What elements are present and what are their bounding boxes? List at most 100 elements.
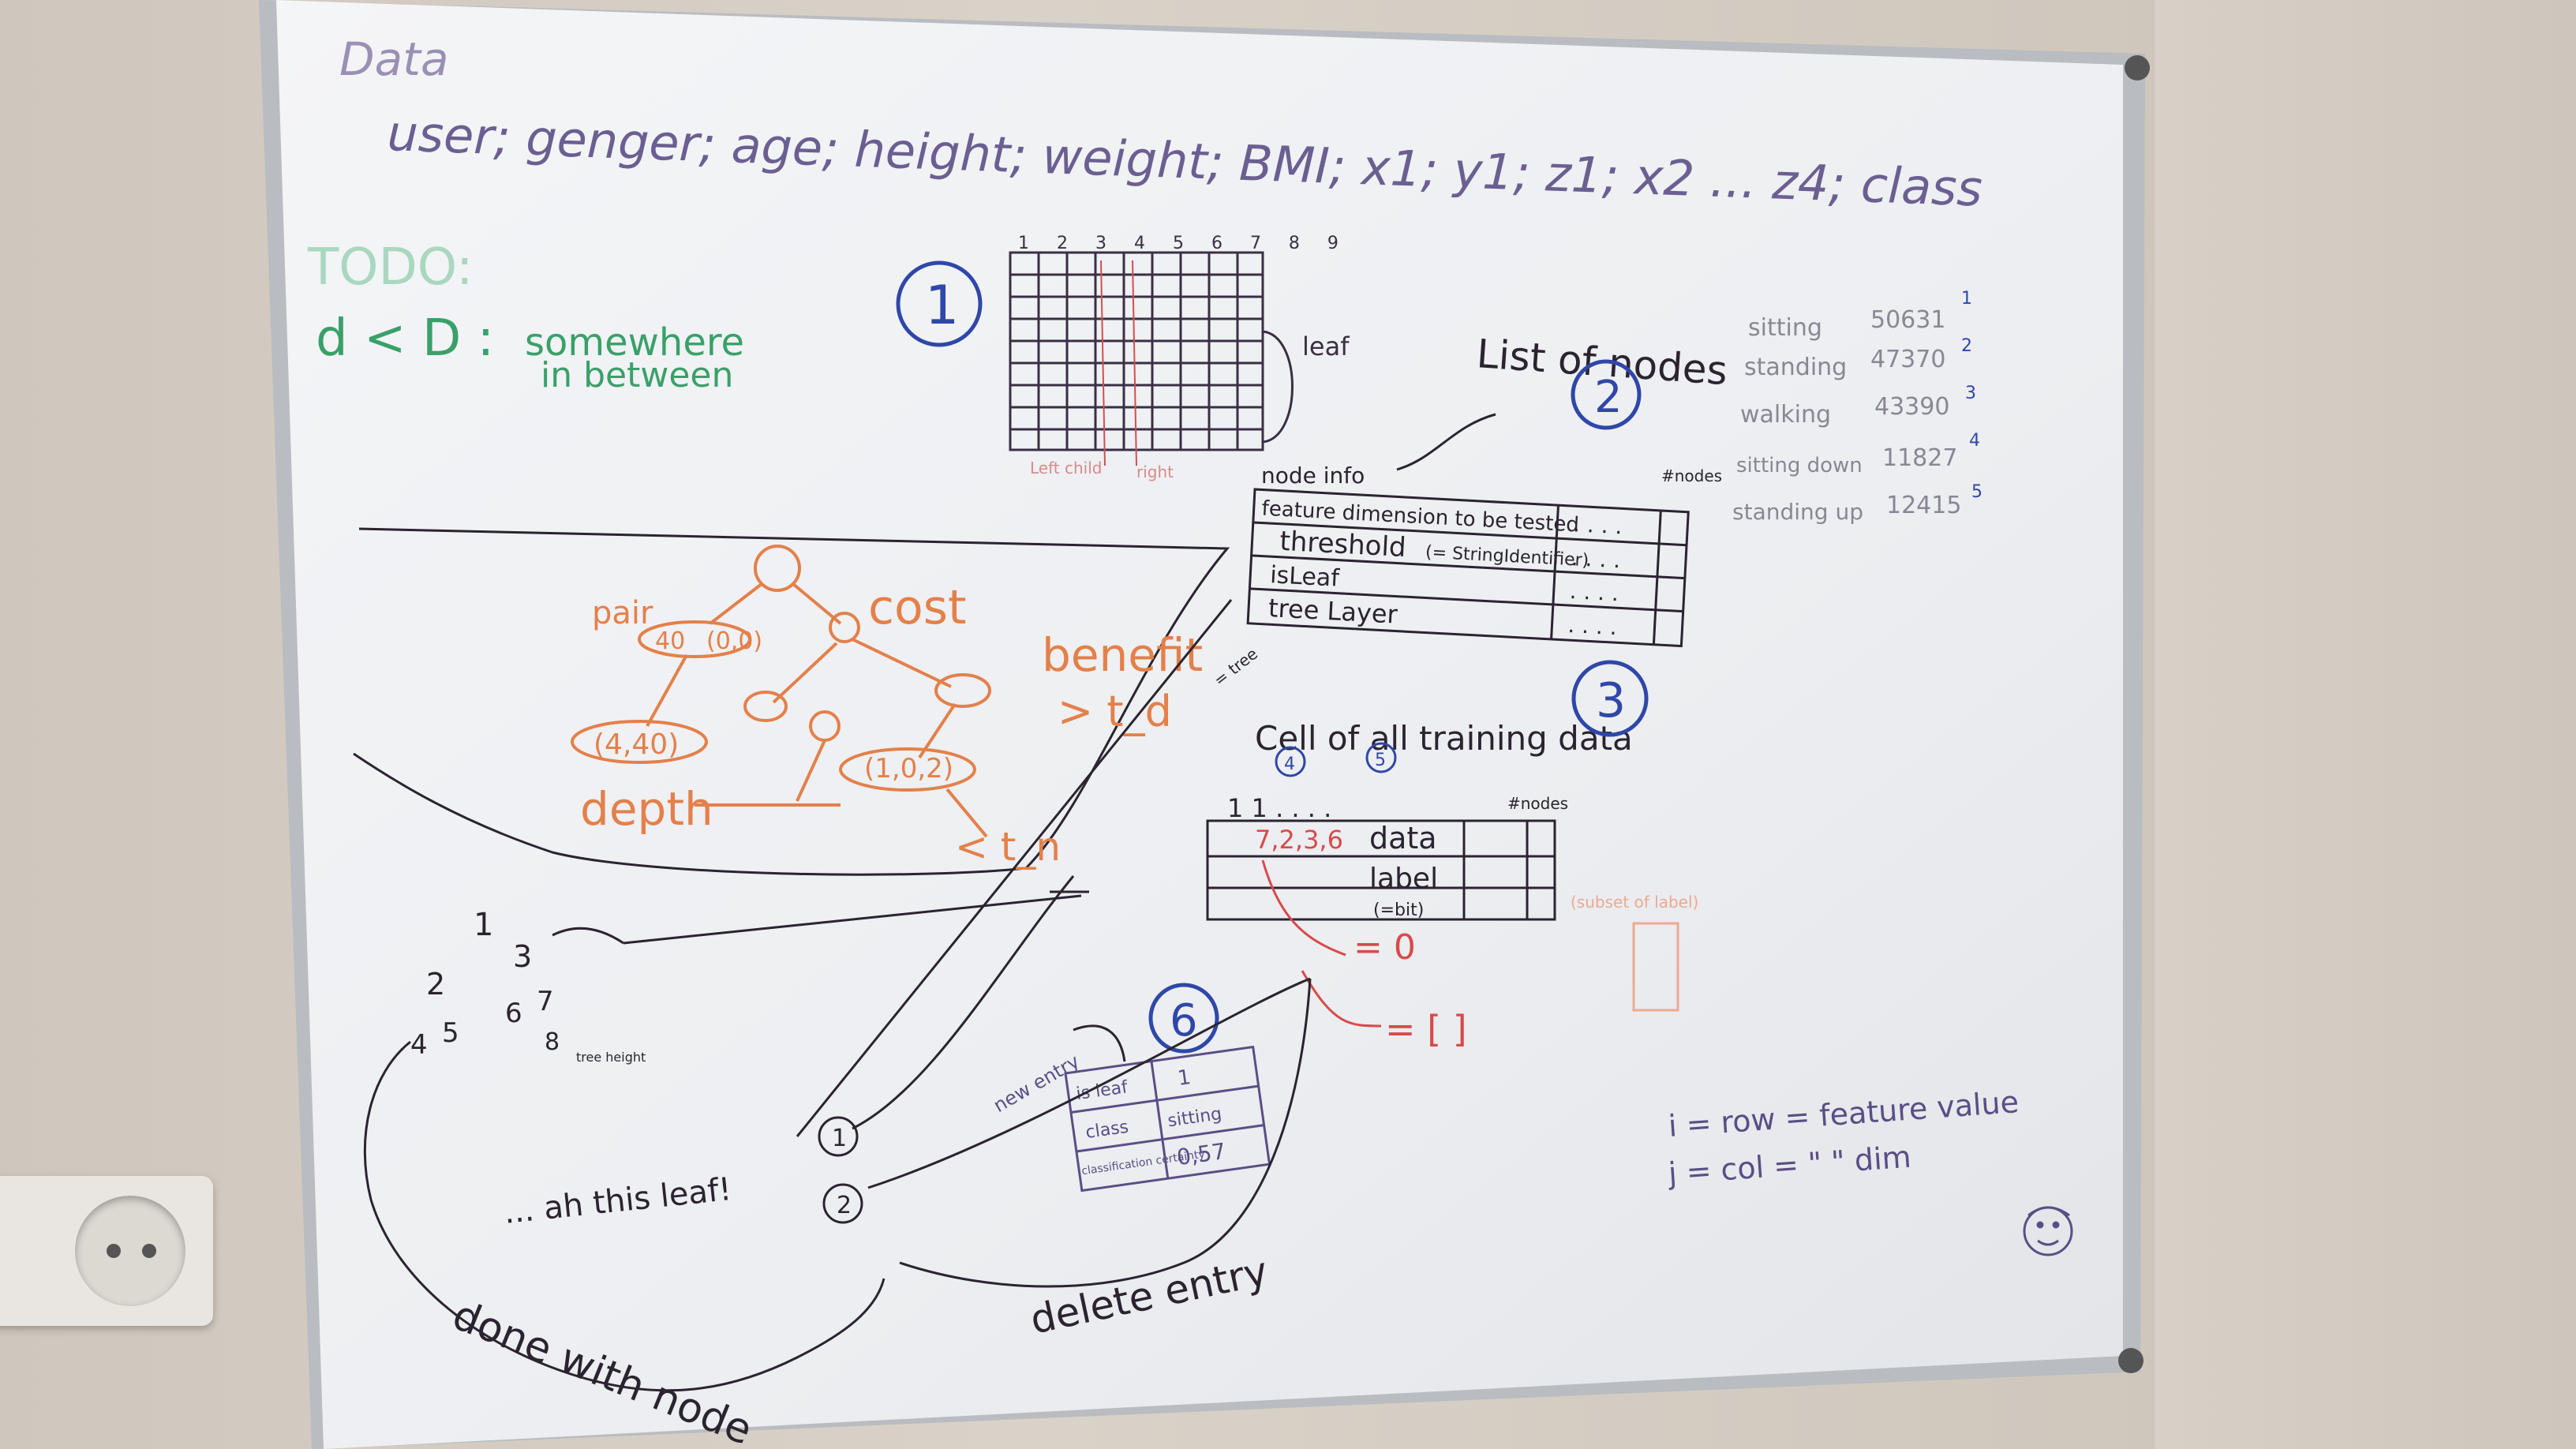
small-tree-lines <box>363 599 1312 1392</box>
small-tree-num: 7 <box>537 986 554 1017</box>
training-table <box>1206 819 1556 921</box>
stat-idx: 1 <box>1961 289 1972 309</box>
data-header: Data <box>339 32 449 86</box>
wall-right <box>2155 0 2576 1449</box>
list-row-4: tree Layer <box>1267 593 1398 630</box>
stat-value: 50631 <box>1870 306 1945 334</box>
node-info-label: node info <box>1261 462 1365 489</box>
stat-value: 43390 <box>1874 393 1949 421</box>
todo-label: TODO: <box>307 238 474 297</box>
stat-label: sitting <box>1748 314 1822 342</box>
choice-1-circle <box>818 1116 859 1157</box>
circle-3-num: 3 <box>1596 673 1626 728</box>
list-row-2: threshold <box>1279 526 1407 564</box>
list-dots: . . . . <box>1572 511 1623 539</box>
stat-value: 47370 <box>1870 346 1945 373</box>
small-tree-note: tree height <box>576 1050 646 1065</box>
small-tree-num: 6 <box>505 998 522 1029</box>
side-box <box>1632 922 1679 1012</box>
small-tree-num: 2 <box>426 967 445 1002</box>
small-tree-num: 4 <box>410 1029 428 1061</box>
frame-corner <box>2125 55 2150 80</box>
circle-4 <box>1275 746 1306 777</box>
tree-node-b: (4,40) <box>593 728 679 761</box>
depth-label: depth <box>580 782 713 836</box>
training-nodes-col: #nodes <box>1507 794 1568 813</box>
choice-1: 1 <box>832 1125 847 1152</box>
circle-5 <box>1365 742 1397 773</box>
circle-3 <box>1571 660 1649 737</box>
tree-node-a: (0,0) <box>706 627 762 655</box>
training-title: Cell of all training data <box>1255 719 1633 758</box>
new-entry-arrow <box>1073 1024 1126 1062</box>
stat-label: sitting down <box>1736 454 1863 477</box>
choice-2-circle <box>822 1183 863 1224</box>
circle-2 <box>1571 359 1642 430</box>
list-dots: . . . . <box>1567 612 1618 640</box>
todo-note-1: somewhere <box>525 320 744 365</box>
todo-formula: d < D : <box>316 309 494 368</box>
circle-6-num: 6 <box>1170 995 1198 1046</box>
red-arrow-2 <box>1301 970 1382 1028</box>
todo-note-2: in between <box>541 355 733 395</box>
small-tree: 1 2 3 4 5 6 7 8 tree height <box>410 907 646 1065</box>
grid-split-lines <box>1100 260 1137 466</box>
smiley-face-doodle <box>2023 1206 2073 1256</box>
small-tree-num: 5 <box>442 1017 459 1049</box>
whiteboard-surface <box>276 0 2123 1449</box>
class-stats: sitting 50631 1 standing 47370 2 walking… <box>1732 289 1983 525</box>
entry-row-1-val: 1 <box>1176 1065 1193 1091</box>
benefit-label: benefit <box>1042 628 1203 682</box>
eq-empty: = [ ] <box>1385 1008 1467 1050</box>
small-tree-num: 3 <box>513 939 532 974</box>
data-label: data <box>1369 821 1437 856</box>
eq-zero: = 0 <box>1354 927 1416 968</box>
socket-hole <box>142 1244 156 1258</box>
stat-idx: 3 <box>1965 384 1976 403</box>
stat-idx: 2 <box>1961 336 1972 356</box>
new-entry-table <box>1064 1045 1271 1193</box>
circle-6 <box>1148 983 1219 1054</box>
side-note: (subset of label) <box>1571 893 1698 912</box>
socket-hole <box>107 1244 121 1258</box>
stat-label: walking <box>1740 401 1831 429</box>
grid-right: right <box>1136 462 1174 481</box>
list-row-3: isLeaf <box>1269 561 1341 593</box>
list-dots: . . . . <box>1569 578 1619 606</box>
decision-tree <box>571 545 991 838</box>
circle-4-num: 4 <box>1284 754 1295 774</box>
stat-label: standing <box>1744 354 1847 381</box>
stat-value: 11827 <box>1882 444 1957 472</box>
circle-5-num: 5 <box>1375 751 1386 770</box>
list-table <box>1246 488 1690 648</box>
circle-2-num: 2 <box>1594 372 1623 423</box>
pair-label: pair <box>592 595 653 631</box>
stat-idx: 5 <box>1971 482 1983 502</box>
choice-2: 2 <box>837 1192 852 1219</box>
circle-1-num: 1 <box>925 275 959 337</box>
frame-corner <box>2118 1348 2144 1373</box>
stat-idx: 4 <box>1969 431 1980 451</box>
cost-label: cost <box>868 580 966 635</box>
leaf-label: leaf <box>1302 331 1350 361</box>
ones-row: 1 1 . . . . <box>1227 793 1331 823</box>
stat-label: standing up <box>1732 499 1863 525</box>
list-dots: . . . . <box>1571 545 1621 573</box>
power-socket <box>75 1196 185 1306</box>
stat-value: 12415 <box>1886 492 1961 519</box>
grid-left-child: Left child <box>1030 459 1102 477</box>
small-tree-num: 8 <box>545 1028 560 1056</box>
label-label: label <box>1369 863 1438 895</box>
tree-node-c: (1,0,2) <box>864 753 953 784</box>
red-arrow <box>1261 859 1346 957</box>
tree-node-a-left: 40 <box>655 627 685 655</box>
small-tree-num: 1 <box>474 907 493 943</box>
label-sub: (=bit) <box>1373 900 1424 920</box>
training-nums: 7,2,3,6 <box>1255 825 1343 855</box>
grid-col-numbers: 1 2 3 4 5 6 7 8 9 <box>1018 234 1350 253</box>
tree-boundary <box>353 527 1230 876</box>
arrow-to-list <box>1396 413 1496 471</box>
nodes-col-label: #nodes <box>1661 466 1722 485</box>
circle-1 <box>896 260 983 347</box>
